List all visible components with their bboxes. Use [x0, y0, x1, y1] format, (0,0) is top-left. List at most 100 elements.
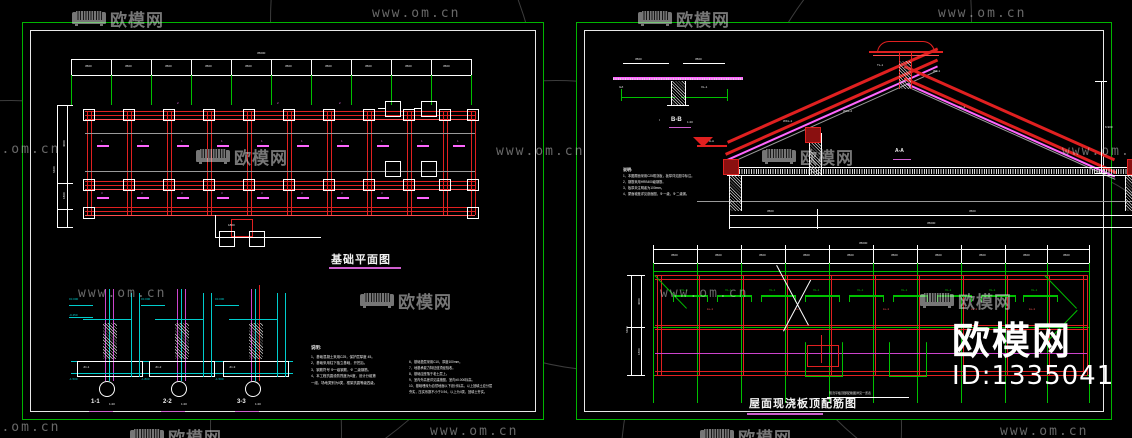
watermark-url: www.om.cn [1000, 424, 1089, 438]
level-mark: -1.500 [69, 377, 78, 381]
note-line: 6、基础垫层采用C10，厚度100mm。 [409, 360, 463, 364]
rebar-label: XL-1 [857, 288, 864, 292]
bay-dim: 3500 [325, 64, 332, 68]
section-scale: 1:20 [255, 402, 261, 406]
rebar-label: XL-1 [901, 288, 908, 292]
watermark-brand: 欧模网 [738, 424, 792, 438]
bay-dim: 3500 [125, 64, 132, 68]
vert-dim: 4000 [62, 140, 66, 147]
notes-block-left-col2: 6、基础垫层采用C10，厚度100mm。 7、地基承载力特征值须经验收。 8、基… [409, 359, 492, 395]
watermark-url: www.om.cn [0, 420, 61, 435]
plan-bay-dim: 3500 [847, 253, 854, 257]
rebar-mark: 1 [341, 139, 343, 143]
section-label: 2-2 [163, 399, 172, 405]
detail-label: B-B [671, 117, 682, 123]
note-line: 4、本工程抗震设防烈度为6度，设计分组第 [311, 374, 376, 379]
bay-dim: 3500 [443, 64, 450, 68]
section-arrow-label: Ⅰ [659, 118, 660, 122]
section-scale: 1:20 [109, 402, 115, 406]
rebar-label: LL-1 [971, 307, 978, 311]
bay-dim: 3500 [405, 64, 412, 68]
plan-title: 基础平面图 [331, 254, 391, 266]
note-line: 2、基础采用柱下独立基础，开挖后。 [311, 361, 368, 366]
bay-dim: 3500 [165, 64, 172, 68]
plan-bay-dim: 3500 [979, 253, 986, 257]
plan-title: 屋面现浇板顶配筋图 [749, 398, 857, 410]
member-tag: LL-1 [959, 105, 966, 109]
level-mark: -0.450 [69, 313, 78, 317]
note-line: 4、屋面坡度详见剖面图，Φ 一级，Φ 二级钢。 [623, 192, 690, 196]
rebar-mark: 3 [141, 191, 143, 195]
rebar-label: LL-1 [707, 307, 714, 311]
notes-heading: 说明: [623, 167, 633, 172]
note-line: 8、基础应座落于老土层上。 [409, 372, 450, 376]
level-mark: ±0.000 [141, 297, 151, 301]
rebar-mark: 3 [341, 191, 343, 195]
note-line: 1、本图屋面采用C25现浇板，板厚详见图中标注。 [623, 174, 695, 178]
slab-note: 现浇平板顶部配筋图详见一览表 [829, 391, 872, 395]
section-label: 1-1 [91, 399, 100, 405]
rebar-label: LL-1 [795, 307, 802, 311]
gable-outline [805, 329, 843, 377]
detail-dim: 3500 [635, 57, 642, 61]
detail-note: GZ [619, 85, 624, 89]
rebar-label: XL-1 [1031, 288, 1038, 292]
section-bottom-dim: 3500 [969, 209, 976, 213]
plan-vert-dim: 4000 [637, 298, 641, 305]
vert-dim: 6400 [52, 166, 56, 173]
detail-underline [669, 127, 691, 128]
sheet-inner-border [584, 30, 1104, 412]
notes-heading: 说明: [311, 345, 322, 350]
rebar-mark: 3 [181, 191, 183, 195]
rebar-mark: 3 [381, 191, 383, 195]
rebar-mark: 3 [301, 191, 303, 195]
watermark-url: www.om.cn [372, 6, 461, 21]
plan-vert-dim: 1800 [637, 348, 641, 355]
plan-bay-dim: 3500 [715, 253, 722, 257]
watermark-brand: 欧模网 [168, 424, 222, 438]
section-arrow-label: A-A [709, 139, 715, 143]
note-line: 9、室内外高差详见建施图，室内±0.000标高。 [409, 378, 475, 382]
sofa-icon [130, 429, 164, 438]
detail-scale: 1:20 [687, 120, 693, 124]
rebar-mark: 1 [457, 139, 459, 143]
detail-dim: 3500 [695, 57, 702, 61]
member-tag: WL-1 [933, 69, 941, 73]
section-arrow-icon [693, 137, 713, 147]
note-line: 3、板厚未注明者为100mm。 [623, 186, 665, 190]
rebar-mark: 1 [421, 139, 423, 143]
level-mark: ±0.000 [69, 297, 79, 301]
section-underline [161, 411, 185, 412]
bay-dim: 3500 [85, 64, 92, 68]
plan-bay-dim: 3500 [803, 253, 810, 257]
drawing-sheet-left: 35000 3500 3500 3500 3500 3500 3500 3500… [22, 22, 544, 420]
sheet-inner-border [30, 30, 536, 412]
roof-height-dim: 6.900 [1105, 125, 1113, 129]
rebar-label: XL-1 [989, 288, 996, 292]
plan-bay-dim: 3500 [1063, 253, 1070, 257]
bay-dim: 3500 [245, 64, 252, 68]
overall-dimension: 35000 [257, 51, 266, 55]
roof-section-underline [893, 159, 911, 160]
roof-section-label: A-A [895, 148, 904, 154]
rebar-mark: 1 [261, 139, 263, 143]
rebar-label: XL-1 [769, 288, 776, 292]
plan-overall-dim: 35000 [859, 241, 868, 245]
watermark-url: www.om.cn [938, 6, 1027, 21]
watermark-logo: 欧模网 [700, 424, 792, 438]
footing-tag: JC-3 [229, 365, 236, 369]
note-line: 1、基础混凝土采用C25，保护层厚度 45。 [311, 354, 375, 359]
rebar-mark: 1 [221, 139, 223, 143]
bay-dim: 3500 [285, 64, 292, 68]
rebar-mark: 1 [381, 139, 383, 143]
plan-bay-dim: 3500 [935, 253, 942, 257]
section-scale: 1:20 [181, 402, 187, 406]
footing-tag: JC-2 [155, 365, 162, 369]
title-underline [329, 267, 401, 269]
detail-note: XL-1 [701, 85, 708, 89]
note-line: 7、地基承载力特征值须经验收。 [409, 366, 456, 370]
rebar-mark: 3 [221, 191, 223, 195]
drawing-sheet-right: 3500 3500 GZ XL-1 B-B 1:20 Ⅰ [576, 22, 1132, 420]
section-underline [235, 411, 259, 412]
